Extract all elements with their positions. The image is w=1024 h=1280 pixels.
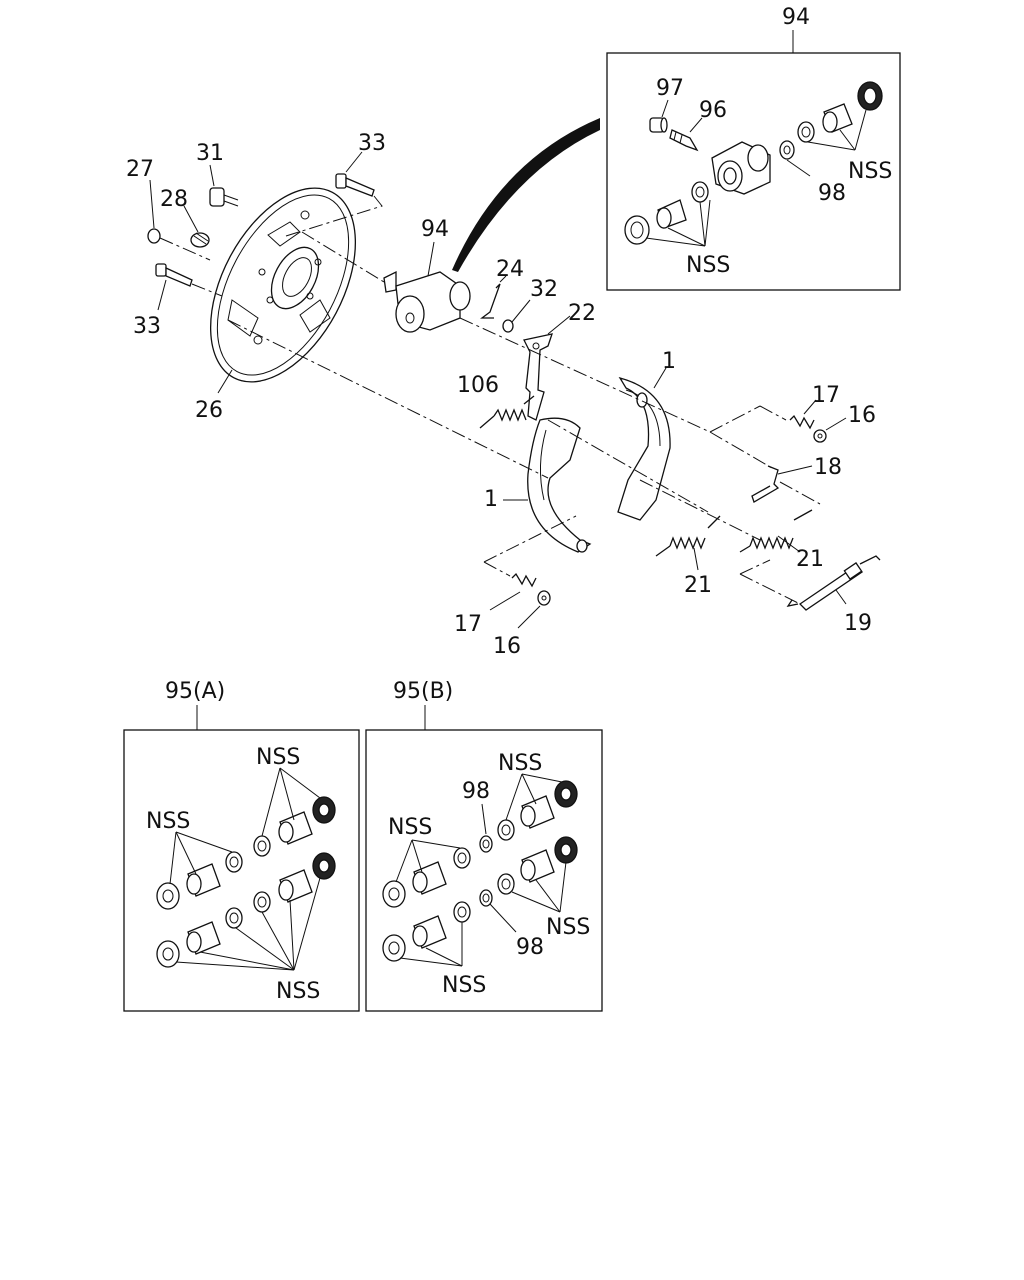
wheel-cylinder-body-inset	[711, 141, 771, 195]
kit-95b-nss-right: NSS	[546, 915, 590, 940]
brake-shoe-right-1	[617, 376, 671, 521]
callout-98-inset: 98	[818, 181, 846, 206]
callout-22: 22	[568, 301, 596, 326]
spring-106	[479, 395, 535, 429]
callout-33-left: 33	[133, 314, 161, 339]
callout-97: 97	[656, 76, 684, 101]
boot-inset-left	[624, 215, 650, 245]
inset-leader-swoosh	[452, 118, 600, 272]
parking-lever-22	[523, 333, 553, 421]
washer-16-left	[537, 590, 551, 606]
callout-31: 31	[196, 141, 224, 166]
kit-95a-nss-bottom: NSS	[276, 979, 320, 1004]
callout-1-left: 1	[484, 487, 498, 512]
callout-24: 24	[496, 257, 524, 282]
pin-33-left	[155, 263, 193, 287]
callout-94-top: 94	[782, 5, 810, 30]
cup-inset-right	[797, 121, 815, 143]
washer-16-right	[813, 429, 827, 443]
callout-21-right: 21	[796, 547, 824, 572]
inset-94-frame	[606, 52, 901, 291]
nut-27	[147, 228, 161, 244]
clip-24	[480, 283, 501, 319]
wheel-cylinder-94	[383, 270, 471, 333]
bleeder-cap-97	[649, 117, 668, 133]
backing-plate-26	[209, 187, 357, 383]
kit-95b: 95(B) NSS 98 NSS NSS 98	[365, 679, 603, 1012]
cup-inset-left	[691, 181, 709, 203]
callout-26: 26	[195, 398, 223, 423]
callout-96: 96	[699, 98, 727, 123]
callout-28: 28	[160, 187, 188, 212]
callout-18: 18	[814, 455, 842, 480]
kit-95b-title: 95(B)	[393, 679, 453, 704]
callout-94-main: 94	[421, 217, 449, 242]
callout-106: 106	[457, 373, 499, 398]
kit-95b-nss-bottom: NSS	[442, 973, 486, 998]
brake-shoe-left-1	[527, 417, 592, 553]
pin-33-top	[335, 173, 375, 197]
kit-95a-nss-top: NSS	[256, 745, 300, 770]
nss-inset-right: NSS	[848, 159, 892, 184]
kit-95b-nss-top: NSS	[498, 751, 542, 776]
return-spring-21-right	[739, 509, 813, 553]
callout-27: 27	[126, 157, 154, 182]
hold-pin-18	[751, 465, 780, 503]
kit-95b-98-top: 98	[462, 779, 490, 804]
callout-21-left: 21	[684, 573, 712, 598]
boot-inset-right	[857, 81, 883, 111]
callout-16-right: 16	[848, 403, 876, 428]
bolt-31	[209, 187, 239, 207]
callout-19: 19	[844, 611, 872, 636]
kit-95b-nss-left: NSS	[388, 815, 432, 840]
washer-32	[502, 319, 514, 333]
inset-94: 94 97 96	[606, 5, 901, 291]
callout-17-left: 17	[454, 612, 482, 637]
callout-17-right: 17	[812, 383, 840, 408]
piston-inset-right	[822, 103, 853, 133]
spring-17-left	[511, 572, 537, 588]
adjuster-28	[190, 232, 210, 248]
spring-17-right	[789, 414, 815, 430]
kit-95a-frame	[123, 729, 360, 1012]
bleeder-screw-96	[669, 129, 699, 152]
piston-inset-left	[656, 199, 687, 229]
return-spring-21-left	[655, 515, 721, 557]
callout-32: 32	[530, 277, 558, 302]
adjuster-rod-19	[786, 555, 881, 611]
spring-98-inset	[779, 140, 795, 160]
callout-1-right: 1	[662, 349, 676, 374]
kit-95b-frame	[365, 729, 603, 1012]
kit-95a-nss-left: NSS	[146, 809, 190, 834]
kit-95a-title: 95(A)	[165, 679, 225, 704]
nss-inset-bottom: NSS	[686, 253, 730, 278]
callout-16-left: 16	[493, 634, 521, 659]
callout-33-top: 33	[358, 131, 386, 156]
kit-95b-98-bottom: 98	[516, 935, 544, 960]
kit-95a: 95(A) NSS NSS NSS	[123, 679, 360, 1012]
